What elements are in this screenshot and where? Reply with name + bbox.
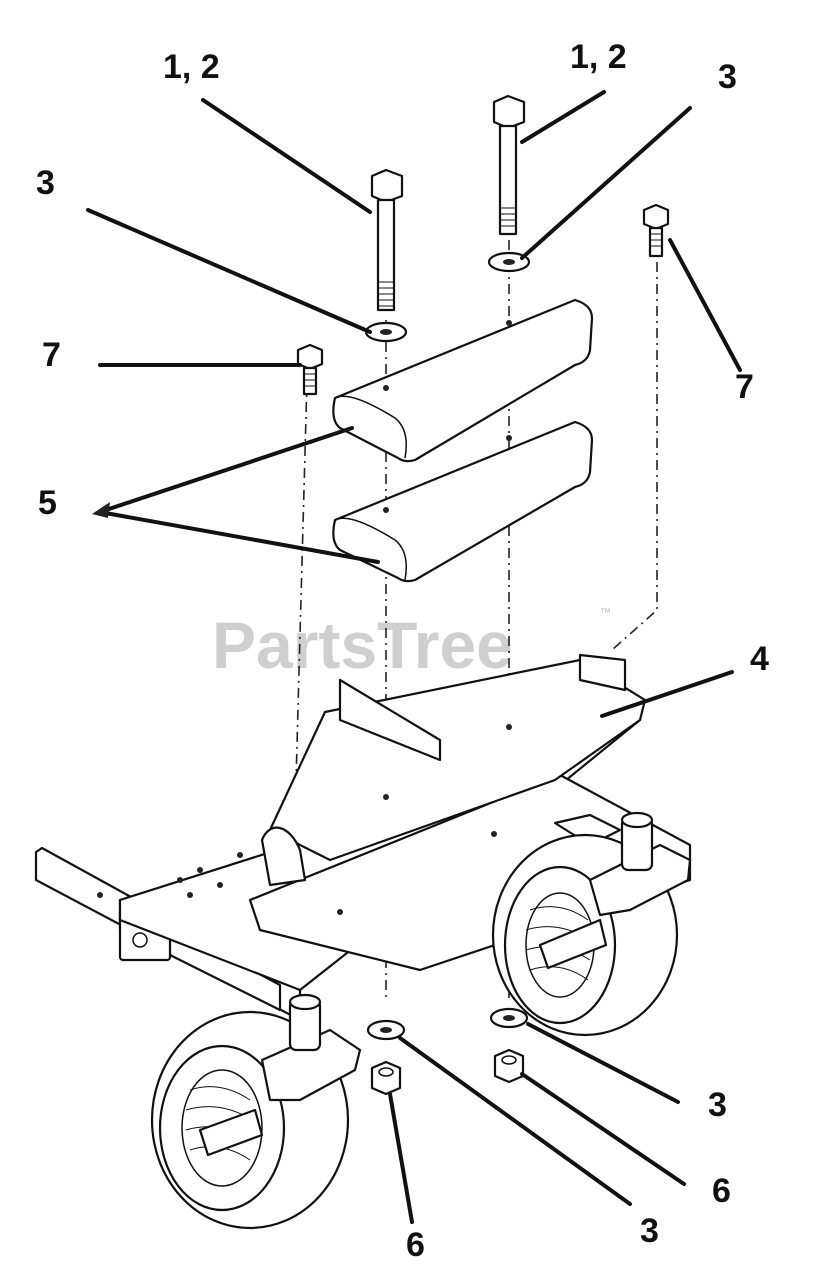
washer-bottom-right — [489, 1007, 529, 1029]
callout-nut-bottom-right: 6 — [712, 1172, 731, 1210]
callout-screw-right: 7 — [735, 368, 754, 406]
nut-bottom-right — [493, 1048, 525, 1084]
callout-spacer-pads: 5 — [38, 484, 57, 522]
washer-bottom-center — [366, 1019, 406, 1041]
bolt-left — [370, 168, 404, 312]
callout-bolt-left: 1, 2 — [163, 48, 220, 86]
frame-assembly — [34, 653, 692, 1022]
washer-top-right — [487, 251, 531, 273]
callout-bolt-right: 1, 2 — [570, 38, 627, 76]
screw-left — [296, 343, 324, 396]
callout-nut-bottom-left: 6 — [406, 1226, 425, 1264]
leader-lines — [86, 90, 742, 1224]
spacer-pad-lower — [332, 420, 594, 583]
caster-wheel-right — [491, 811, 692, 1037]
screw-right — [642, 203, 670, 258]
watermark-trademark: ™ — [600, 607, 611, 619]
nut-bottom-left — [370, 1060, 402, 1096]
callout-washer-bottom-center: 3 — [640, 1212, 659, 1250]
callout-washer-top-right: 3 — [718, 58, 737, 96]
callout-washer-top-left: 3 — [36, 164, 55, 202]
spacer-pad-upper — [332, 298, 594, 463]
caster-wheel-left — [150, 993, 362, 1230]
callout-frame: 4 — [750, 640, 769, 678]
callout-washer-bottom-right: 3 — [708, 1086, 727, 1124]
washer-top-left — [364, 321, 408, 343]
bolt-right — [492, 94, 526, 236]
watermark: PartsTree — [212, 608, 513, 682]
callout-screw-left: 7 — [42, 336, 61, 374]
